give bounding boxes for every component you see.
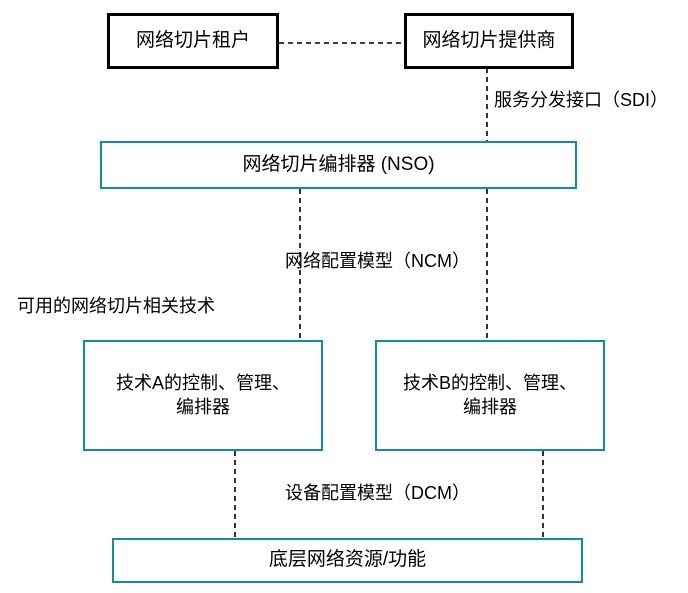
edge-label-dcm: 设备配置模型（DCM） — [285, 483, 470, 503]
node-network-slice-tenant-label: 网络切片租户 — [135, 29, 250, 51]
node-underlay-network-resources[interactable]: 底层网络资源/功能 — [112, 538, 583, 583]
node-underlay-network-resources-label: 底层网络资源/功能 — [268, 549, 427, 571]
edge-label-sdi: 服务分发接口（SDI） — [494, 90, 669, 110]
node-network-slice-orchestrator-label: 网络切片编排器 (NSO) — [242, 153, 435, 175]
annotation-available-technologies: 可用的网络切片相关技术 — [17, 296, 215, 316]
node-network-slice-provider-label: 网络切片提供商 — [422, 29, 556, 51]
node-technology-b-label-line2: 编排器 — [462, 396, 517, 417]
node-network-slice-provider[interactable]: 网络切片提供商 — [404, 13, 574, 69]
node-technology-a-label-line2: 编排器 — [175, 396, 230, 417]
node-technology-a-label-line1: 技术A的控制、管理、 — [115, 373, 290, 394]
node-network-slice-orchestrator[interactable]: 网络切片编排器 (NSO) — [100, 141, 577, 189]
node-technology-a-controller[interactable]: 技术A的控制、管理、 编排器 — [83, 340, 323, 451]
node-network-slice-tenant[interactable]: 网络切片租户 — [107, 13, 279, 69]
node-technology-a-controller-label: 技术A的控制、管理、 编排器 — [116, 372, 290, 418]
node-technology-b-controller-label: 技术B的控制、管理、 编排器 — [403, 372, 577, 418]
node-technology-b-label-line1: 技术B的控制、管理、 — [402, 373, 577, 394]
edge-label-ncm: 网络配置模型（NCM） — [285, 251, 470, 271]
node-technology-b-controller[interactable]: 技术B的控制、管理、 编排器 — [375, 340, 605, 451]
